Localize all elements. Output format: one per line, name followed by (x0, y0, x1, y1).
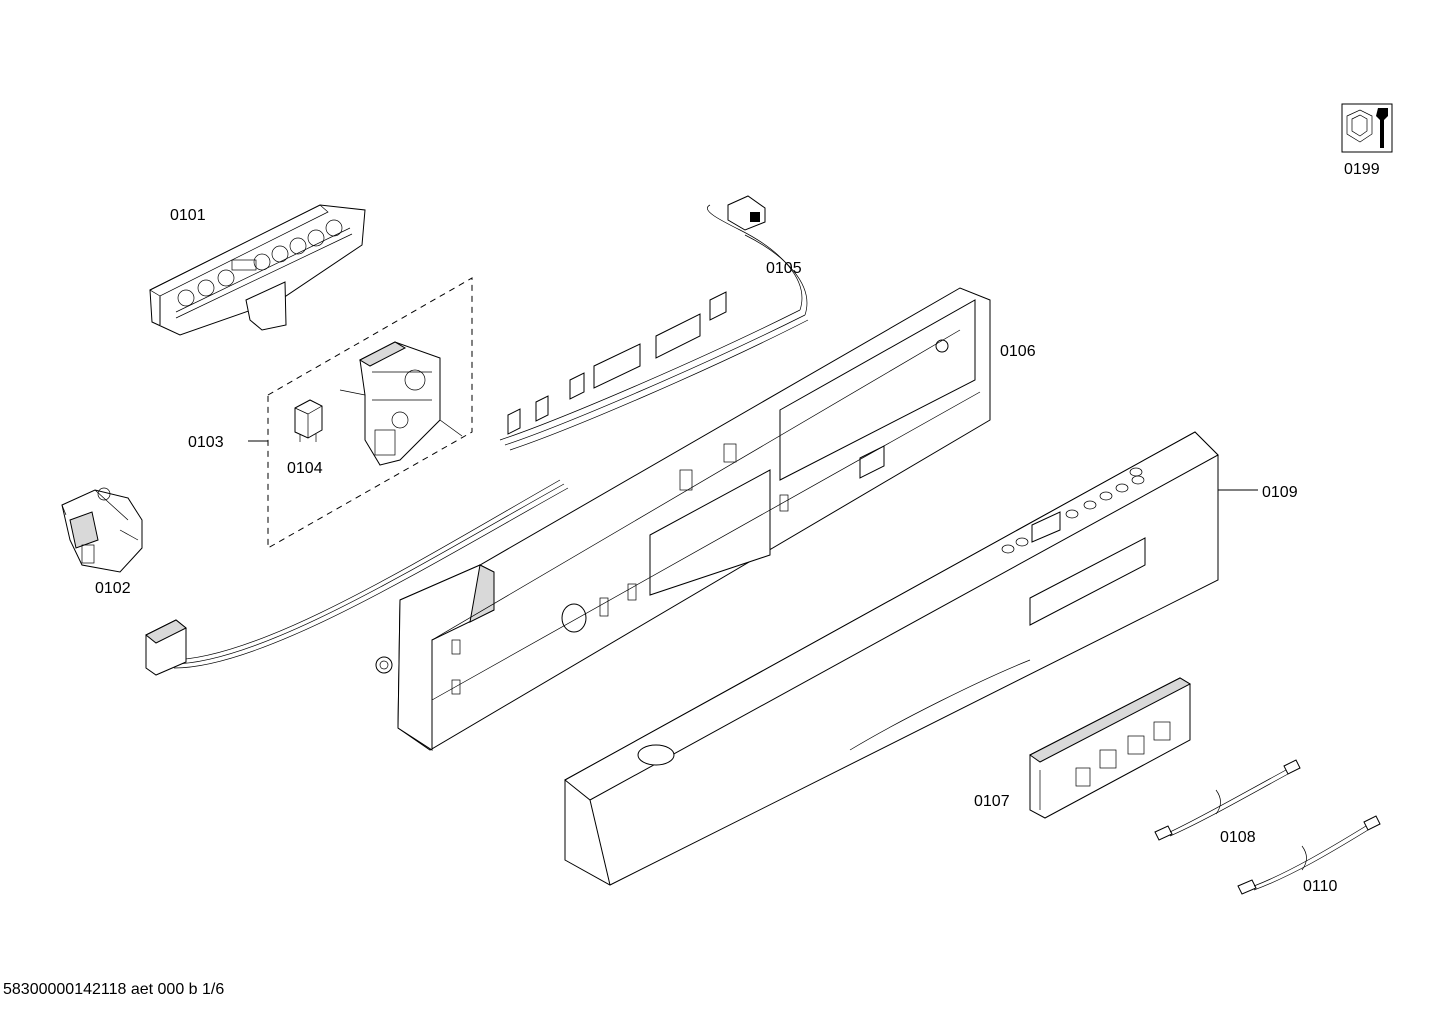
part-0105-wiring-harness (145, 195, 809, 676)
part-0103-group-outline (267, 277, 473, 549)
part-0106-control-frame (375, 287, 991, 751)
part-0101-switch-module (149, 204, 366, 336)
label-0108: 0108 (1220, 829, 1256, 846)
label-0102: 0102 (95, 580, 131, 597)
part-0108-cable (1154, 759, 1301, 841)
part-0104-relay (294, 399, 323, 442)
part-0102-bracket (61, 487, 143, 573)
part-0107-display-module (1029, 677, 1192, 819)
wrench-icon (1341, 103, 1393, 153)
label-0103: 0103 (188, 434, 224, 451)
document-footer: 58300000142118 aet 000 b 1/6 (3, 981, 225, 998)
label-0107: 0107 (974, 793, 1010, 810)
part-0109-fascia-panel (564, 431, 1258, 886)
label-0199: 0199 (1344, 161, 1380, 178)
label-0105: 0105 (766, 260, 802, 277)
label-0109: 0109 (1262, 484, 1298, 501)
label-0106: 0106 (1000, 343, 1036, 360)
label-0101: 0101 (170, 207, 206, 224)
part-0110-cable (1237, 815, 1381, 895)
label-0110: 0110 (1303, 878, 1338, 895)
label-0104: 0104 (287, 460, 323, 477)
part-0103-valve-unit (339, 341, 463, 466)
